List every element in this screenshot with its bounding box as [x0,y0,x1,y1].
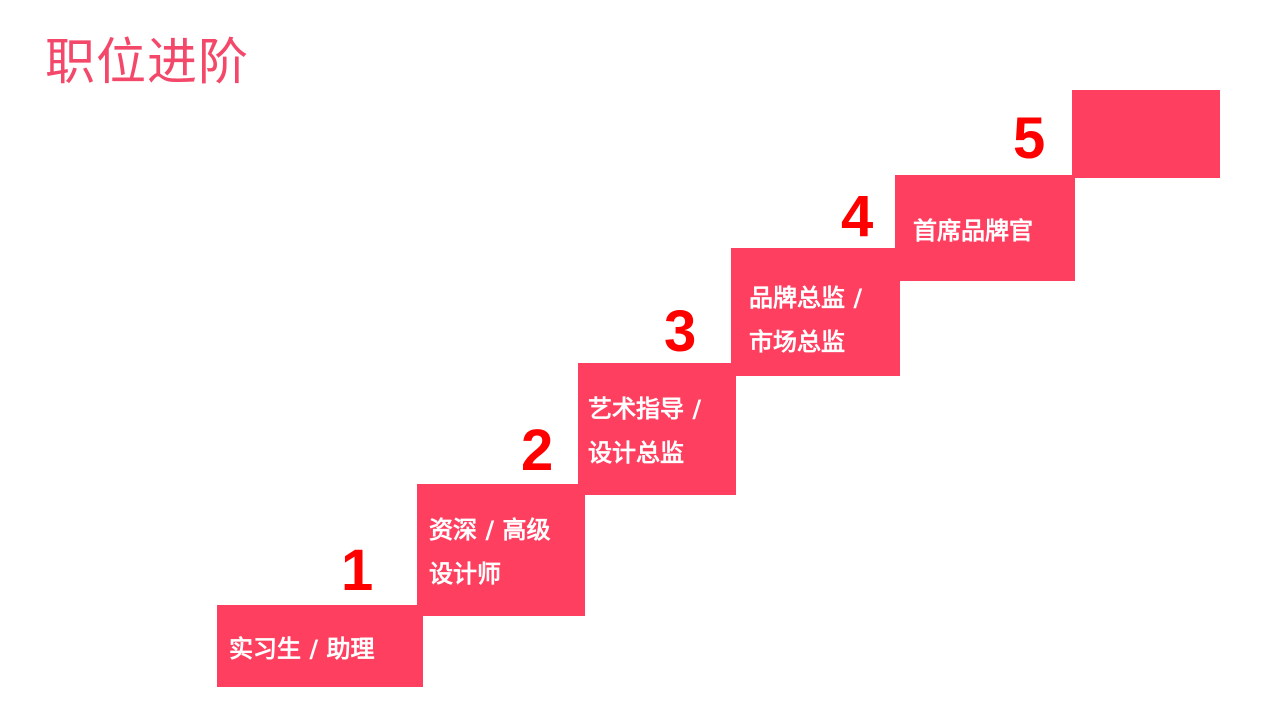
step-2-label-line2: 设计师 [429,560,501,588]
step-3-box: 艺术指导 / 设计总监 [578,363,736,495]
step-5-label: 首席品牌官 [913,217,1033,245]
step-5-box: 首席品牌官 [895,175,1075,281]
page-title: 职位进阶 [45,33,249,91]
step-4-number: 4 [841,184,874,249]
step-5-number: 5 [1013,106,1046,171]
step-4-box: 品牌总监 / 市场总监 [731,248,900,376]
step-2-box: 资深 / 高级 设计师 [417,484,585,616]
step-3-label-line2: 设计总监 [588,439,684,467]
step-4-label-line1: 品牌总监 / [749,284,863,312]
step-1-label: 实习生 / 助理 [229,635,375,663]
step-2-label-line1: 资深 / 高级 [429,516,551,544]
step-2-number: 2 [521,418,554,483]
step-4-label-line2: 市场总监 [749,328,845,356]
step-1-number: 1 [341,538,374,603]
step-3-label-line1: 艺术指导 / [588,395,702,423]
step-1-box: 实习生 / 助理 [217,605,423,687]
step-3-number: 3 [664,299,697,364]
top-step-box [1072,90,1220,178]
